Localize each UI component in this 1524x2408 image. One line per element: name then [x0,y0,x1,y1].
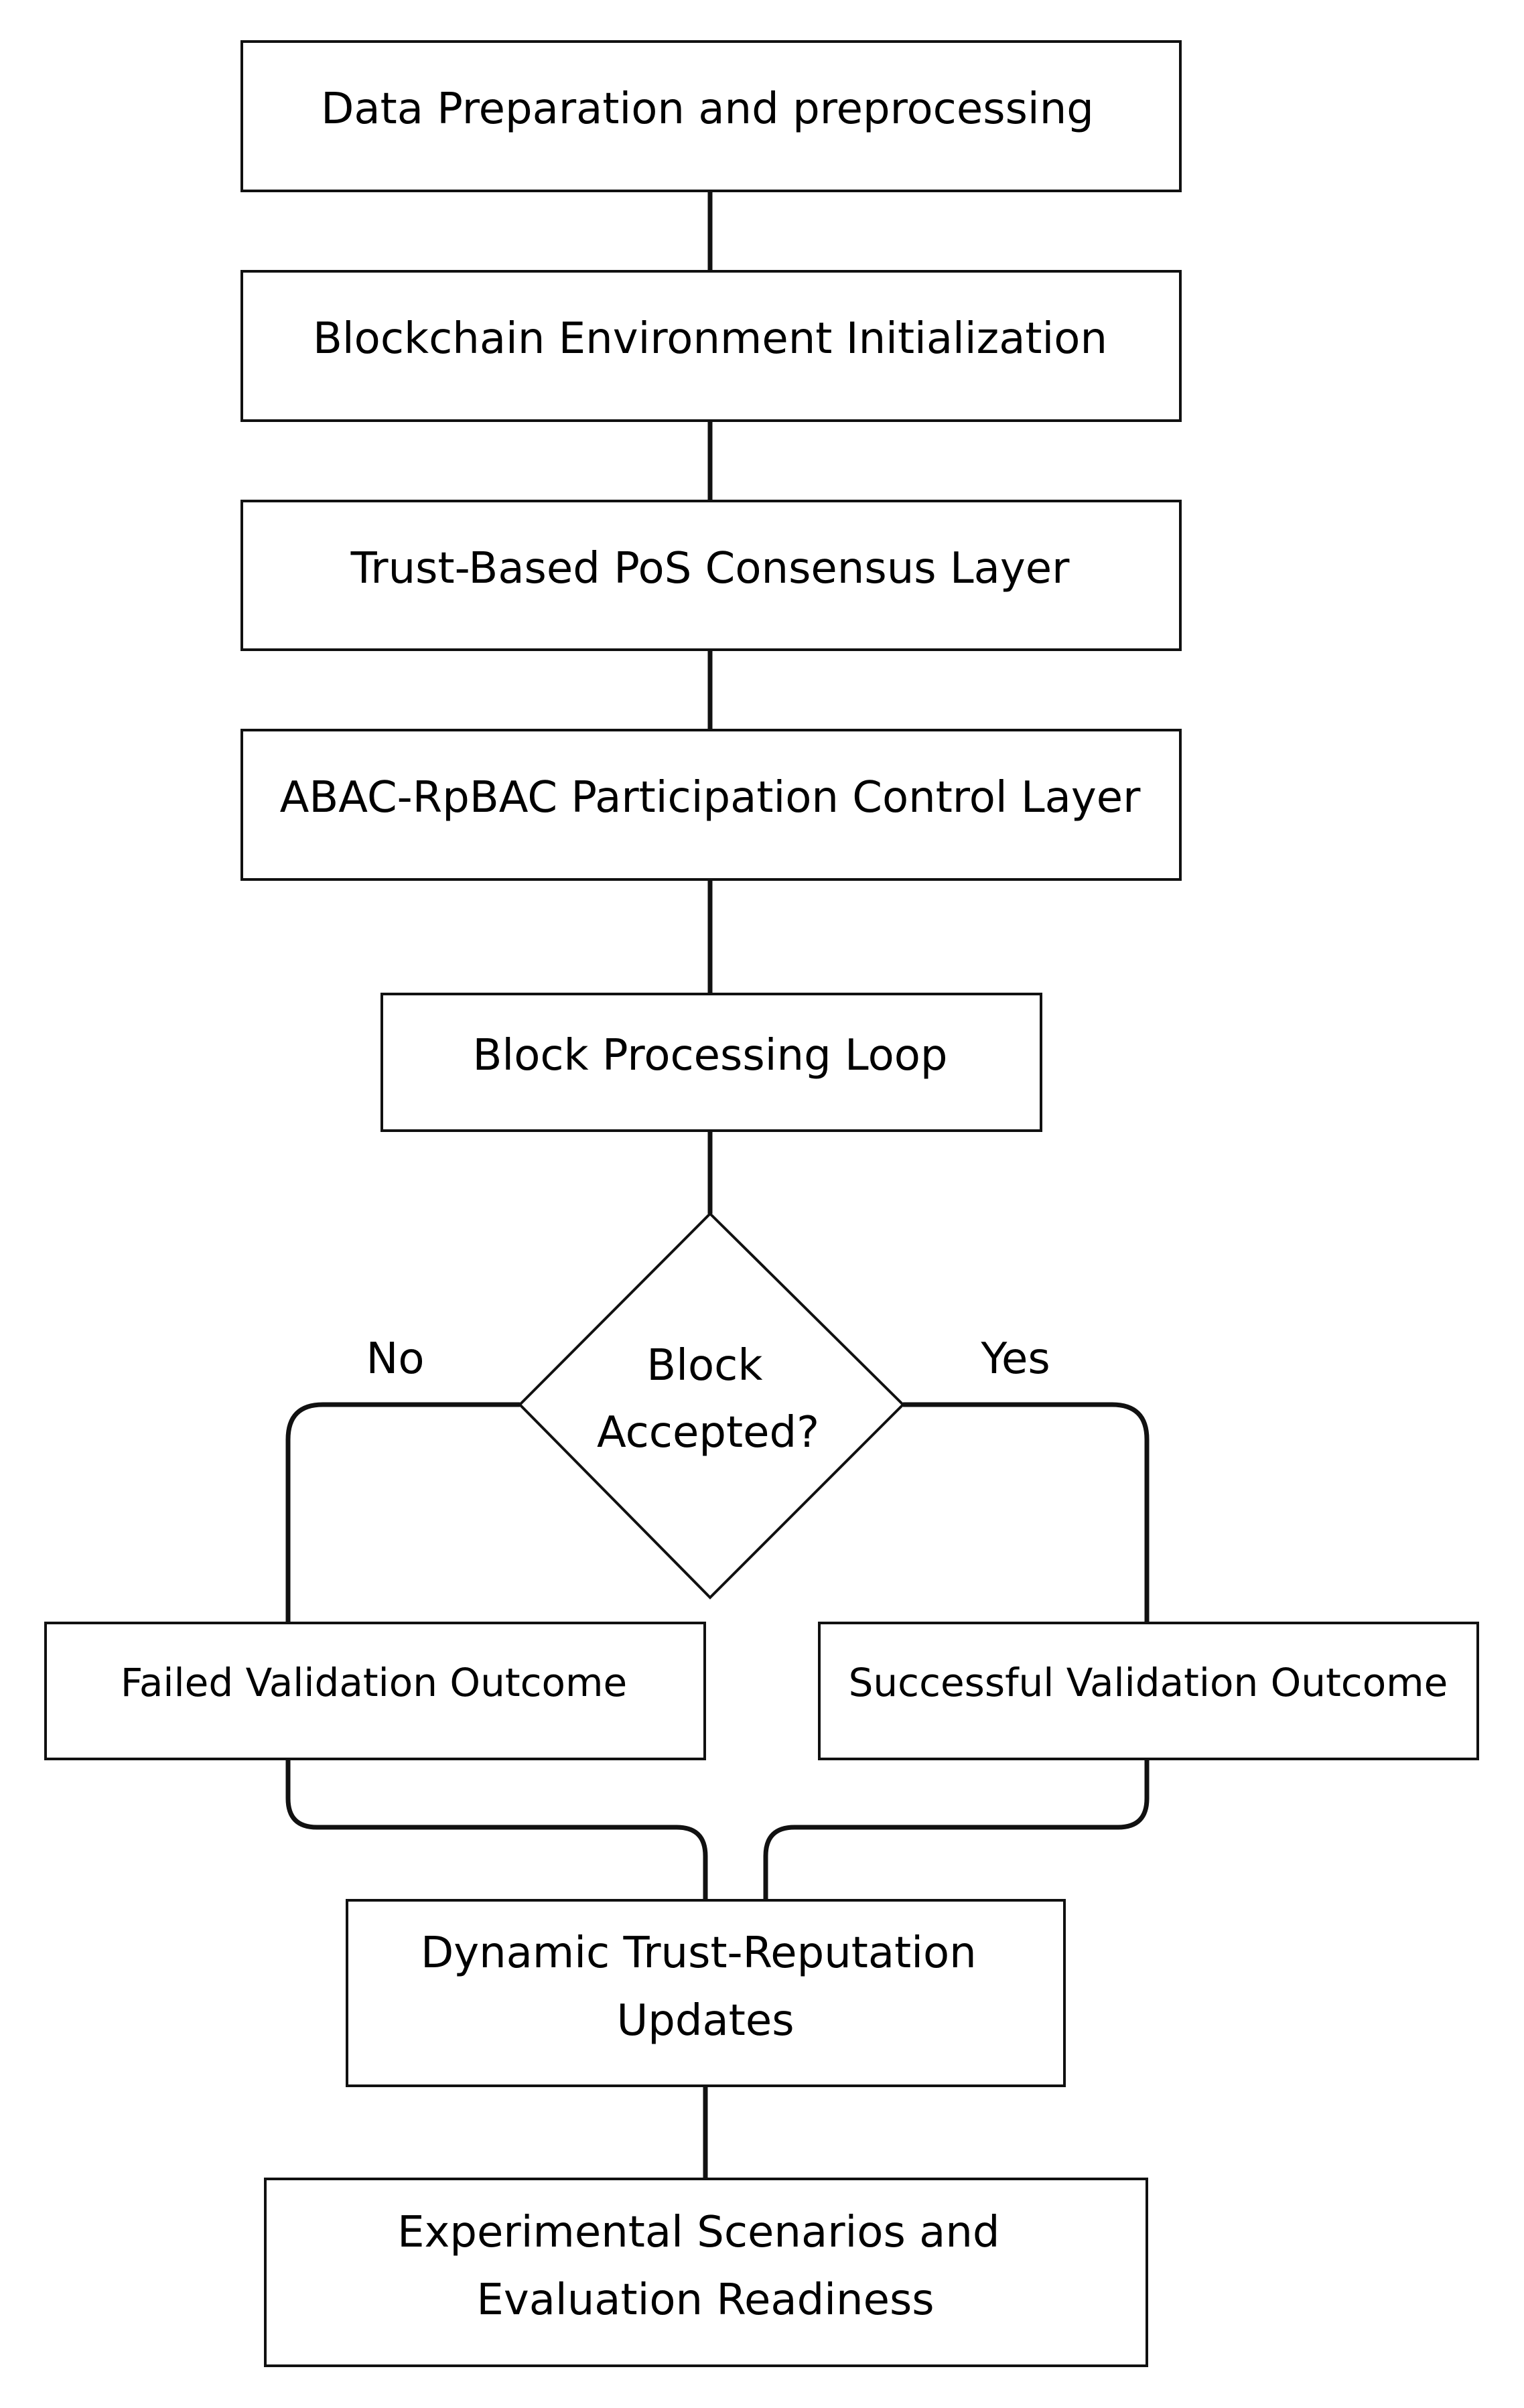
data-preparation-label: Data Preparation and preprocessing [321,84,1094,134]
successful-outcome-box [818,1622,1479,1760]
blockchain-init-box [240,270,1182,422]
boxes [44,40,1479,2367]
trust-updates-box [346,1899,1066,2087]
edge-label-yes: Yes [980,1334,1050,1384]
abac-rpbac-box [240,729,1182,881]
successful-outcome-label: Successful Validation Outcome [849,1660,1448,1705]
block-processing-box [380,993,1042,1132]
experimental-box [264,2178,1148,2367]
block-processing-label: Block Processing Loop [473,1031,948,1080]
edge-label-no: No [366,1334,424,1384]
trust-pos-box [240,500,1182,651]
connector-success-to-updates [763,1759,1150,1900]
trust-pos-label: Trust-Based PoS Consensus Layer [350,544,1070,593]
data-preparation-box [240,40,1182,192]
connector-failed-to-updates [285,1759,708,1900]
connector-no-branch [285,1402,520,1623]
failed-outcome-label: Failed Validation Outcome [121,1660,627,1705]
decision-diamond [518,1212,905,1600]
connector-yes-branch [903,1402,1150,1623]
connectors [285,191,1150,2179]
abac-rpbac-label: ABAC-RpBAC Participation Control Layer [280,773,1141,823]
failed-outcome-box [44,1622,706,1760]
trust-updates-label: Dynamic Trust-Reputation Updates [421,1928,990,2046]
decision-label: Block Accepted? [597,1341,819,1458]
blockchain-init-label: Blockchain Environment Initialization [313,314,1107,364]
experimental-label: Experimental Scenarios and Evaluation Re… [397,2208,1014,2325]
